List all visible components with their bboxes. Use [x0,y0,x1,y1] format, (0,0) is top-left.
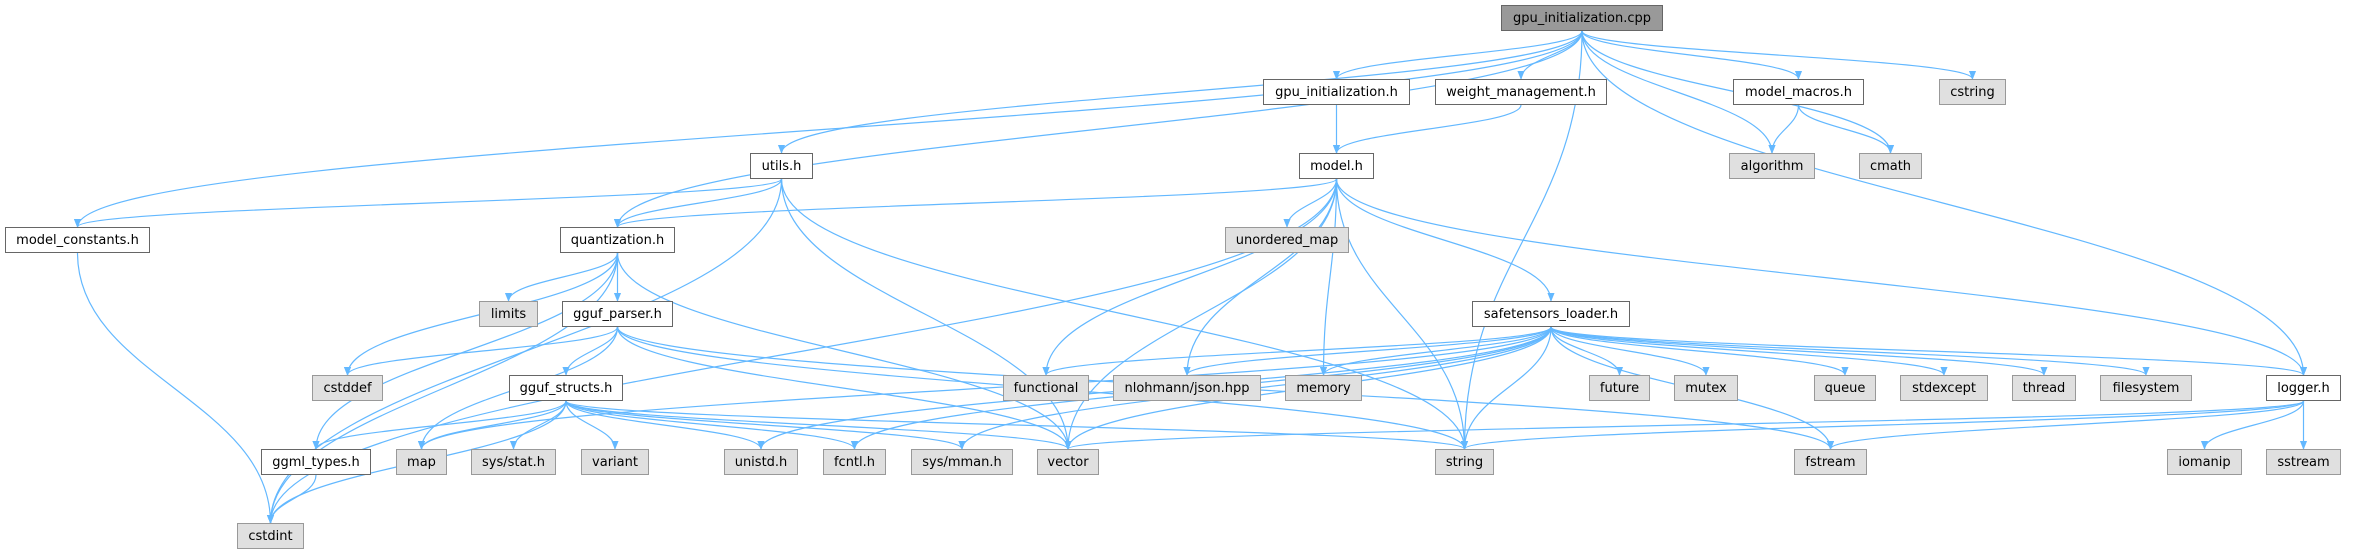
edge-cpp-to-algorithm [1581,30,1776,154]
node-iomanip: iomanip [2167,449,2242,475]
edge-st-to-json [1183,326,1552,376]
node-ggml-types-h[interactable]: ggml_types.h [261,449,371,475]
edge-mc-to-cstdint [76,252,275,524]
edge-cpp-to-mm [1581,30,1803,80]
node-utils-h[interactable]: utils.h [750,153,813,179]
node-map: map [396,449,447,475]
edge-quant-to-limits [504,252,619,302]
edge-st-to-map [418,326,1552,450]
edge-cpp-to-quant [613,30,1583,228]
edge-st-to-logger [1550,326,2307,376]
edge-model-to-st [1335,178,1555,302]
node-queue: queue [1814,375,1876,401]
edge-quant-to-vector [616,252,1072,450]
edge-gp-to-cstddef [344,326,619,376]
edge-st-to-functional [1042,326,1552,376]
edge-utils-to-vector [780,178,1072,450]
edge-mm-to-cmath [1797,104,1895,154]
edge-wm-to-model [1332,104,1522,154]
node-logger-h[interactable]: logger.h [2266,375,2341,401]
node-cstring: cstring [1939,79,2006,105]
edge-gs-to-string [565,400,1468,450]
node-thread: thread [2012,375,2076,401]
node-stdexcept: stdexcept [1900,375,1988,401]
edge-cpp-to-logger [1581,30,2308,376]
edge-cpp-to-gpuh [1332,30,1583,80]
node-sstream: sstream [2266,449,2341,475]
node-gguf-structs-h[interactable]: gguf_structs.h [509,375,623,401]
edge-cpp-to-utils [778,30,1583,154]
edge-st-to-mutex [1550,326,1710,376]
node-memory: memory [1285,375,1362,401]
edge-gs-to-variant [565,400,619,450]
edge-gs-to-unistd [565,400,765,450]
edge-model-to-vector [1064,178,1338,450]
edge-quant-to-ggml [312,252,619,450]
node-gpu-initialization-cpp[interactable]: gpu_initialization.cpp [1501,5,1663,31]
node-limits: limits [479,301,538,327]
edge-mm-to-algorithm [1768,104,1800,154]
edge-cpp-to-mc [74,30,1583,228]
edge-gs-to-mman [565,400,966,450]
edge-model-to-functional [1042,178,1338,376]
node-cmath: cmath [1859,153,1922,179]
node-variant: variant [581,449,649,475]
edge-model-to-quant [614,178,1338,228]
edge-utils-to-string [780,178,1469,450]
edge-st-to-filesystem [1550,326,2150,376]
node-future: future [1589,375,1650,401]
edge-st-to-stdexcept [1550,326,1948,376]
edge-utils-to-mc [74,178,783,228]
edge-st-to-string [1460,326,1552,450]
edge-gs-to-sysstat [509,400,567,450]
node-filesystem: filesystem [2100,375,2192,401]
node-model-h[interactable]: model.h [1299,153,1374,179]
edge-st-to-thread [1550,326,2048,376]
node-functional: functional [1003,375,1089,401]
node-quantization-h[interactable]: quantization.h [560,227,675,253]
edge-gs-to-fcntl [565,400,858,450]
node-algorithm: algorithm [1729,153,1815,179]
edge-model-to-json [1183,178,1338,376]
edge-model-to-string [1335,178,1469,450]
node-model-constants-h[interactable]: model_constants.h [5,227,150,253]
node-string: string [1435,449,1494,475]
node-gguf-parser-h[interactable]: gguf_parser.h [562,301,673,327]
edge-st-to-queue [1550,326,1849,376]
node-sys-stat-h: sys/stat.h [471,449,556,475]
node-vector: vector [1037,449,1099,475]
node-cstddef: cstddef [312,375,383,401]
edge-quant-to-cstdint [266,252,619,524]
edge-gs-to-ggml [312,400,567,450]
edge-logger-to-string [1461,400,2305,450]
edge-gp-to-vector [616,326,1072,450]
node-sys-mman-h: sys/mman.h [911,449,1013,475]
edge-logger-to-fstream [1827,400,2305,450]
node-model-macros-h[interactable]: model_macros.h [1733,79,1864,105]
edge-utils-to-quant [613,178,783,228]
node-fcntl-h: fcntl.h [823,449,886,475]
node-mutex: mutex [1674,375,1738,401]
edge-ggml-to-cstdint [266,474,317,524]
node-safetensors-loader-h[interactable]: safetensors_loader.h [1472,301,1630,327]
edge-cpp-to-cstring [1581,30,1976,80]
edge-logger-to-iomanip [2200,400,2305,450]
node-gpu-initialization-h[interactable]: gpu_initialization.h [1263,79,1410,105]
node-fstream: fstream [1794,449,1867,475]
edge-model-to-umap [1283,178,1338,228]
node-nlohmann-json-hpp: nlohmann/json.hpp [1113,375,1261,401]
edge-logger-to-vector [1064,400,2305,450]
edge-model-to-logger [1335,178,2308,376]
node-weight-management-h[interactable]: weight_management.h [1435,79,1607,105]
node-unistd-h: unistd.h [724,449,798,475]
node-cstdint: cstdint [237,523,304,549]
edge-model-to-memory [1319,178,1338,376]
node-unordered-map: unordered_map [1225,227,1349,253]
edge-st-to-memory [1319,326,1552,376]
